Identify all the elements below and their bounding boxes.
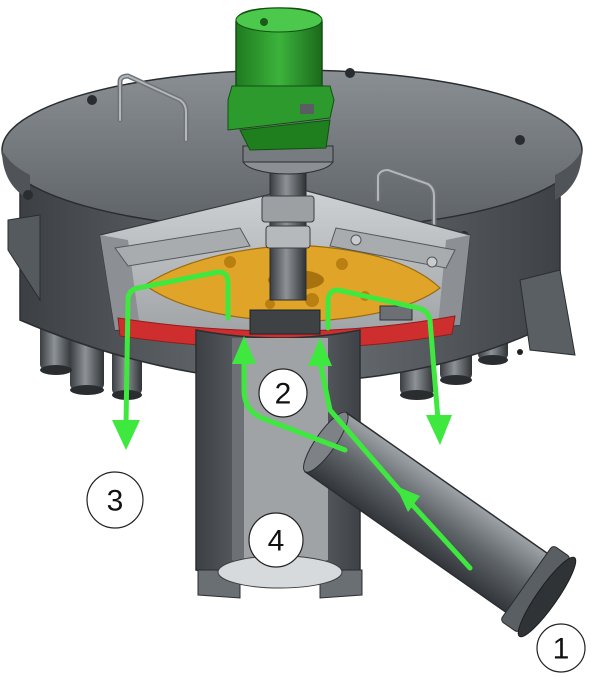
- inner-flow-loop: [241, 357, 348, 453]
- inner-flow-line: [317, 359, 411, 503]
- flow-arrows: [112, 269, 473, 571]
- inlet-pipe: [303, 411, 577, 638]
- callout-1: 1: [536, 623, 586, 673]
- callout-2-label: 2: [275, 378, 292, 411]
- callout-1-label: 1: [553, 633, 570, 666]
- inlet-flow-arrow: [405, 497, 473, 571]
- callout-4: 4: [248, 512, 304, 568]
- callout-4-label: 4: [268, 525, 285, 558]
- callout-3: 3: [86, 471, 144, 529]
- right-outlet-arrow: [325, 287, 441, 423]
- callout-3-label: 3: [107, 485, 124, 518]
- left-outlet-arrow: [123, 269, 231, 428]
- drive-motor: [227, 7, 335, 151]
- callout-2: 2: [258, 368, 308, 418]
